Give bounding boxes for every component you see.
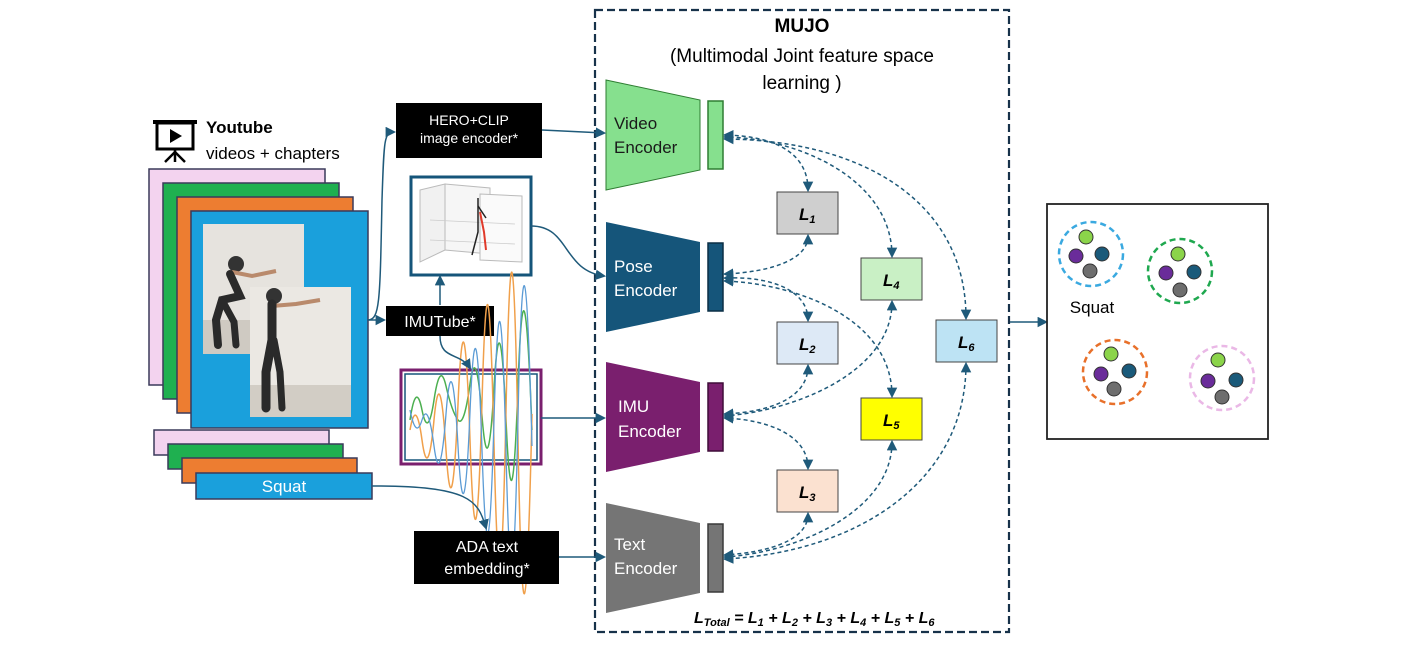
svg-text:Encoder: Encoder <box>614 281 678 300</box>
mujo-subtitle-line2: learning ) <box>762 73 841 94</box>
svg-text:L6: L6 <box>958 333 975 354</box>
image-encoder-box <box>396 103 542 158</box>
imu-embedding <box>707 382 724 452</box>
cluster-blue <box>1057 220 1125 288</box>
svg-text:Encoder: Encoder <box>614 138 678 157</box>
imutube-box <box>386 306 494 336</box>
text-encoder: Text Encoder <box>606 503 700 613</box>
image-encoder-line2: image encoder* <box>420 130 519 146</box>
imutube-label: IMUTube* <box>404 314 475 331</box>
svg-text:Text: Text <box>614 535 645 554</box>
loss-l1: L1 <box>776 191 839 235</box>
svg-text:Encoder: Encoder <box>614 559 678 578</box>
video-embedding <box>707 100 724 170</box>
text-embedding-line2: embedding* <box>444 561 529 578</box>
svg-text:Video: Video <box>614 114 657 133</box>
source-title: Youtube <box>206 118 273 137</box>
solid-arrows <box>367 126 1049 563</box>
chapter-label-text: Squat <box>262 477 307 496</box>
loss-l6: L6 <box>935 319 998 363</box>
mujo-title: MUJO <box>775 16 830 37</box>
imu-encoder: IMU Encoder <box>606 362 700 472</box>
cluster-orange <box>1081 338 1149 406</box>
image-encoder-line1: HERO+CLIP <box>429 112 509 128</box>
dashed-loss-arrows <box>722 129 972 564</box>
text-embedding-line1: ADA text <box>456 539 519 556</box>
loss-l2: L2 <box>776 321 839 365</box>
cluster-green <box>1146 237 1214 305</box>
text-embedding-box <box>414 531 559 584</box>
imu-signal-plot <box>399 271 543 595</box>
mujo-subtitle-line1: (Multimodal Joint feature space <box>670 46 934 67</box>
pose-embedding <box>707 242 724 312</box>
loss-l4: L4 <box>860 257 923 301</box>
svg-text:IMU: IMU <box>618 397 649 416</box>
pose-encoder: Pose Encoder <box>606 222 700 332</box>
mujo-frame <box>593 8 1011 634</box>
source-subtitle: videos + chapters <box>206 144 340 163</box>
cluster-label-squat: Squat <box>1070 298 1115 317</box>
svg-text:Encoder: Encoder <box>618 422 682 441</box>
video-encoder: Video Encoder <box>605 79 701 191</box>
squat-photo-2 <box>250 287 351 417</box>
youtube-icon <box>153 120 197 163</box>
chapter-label-front <box>195 472 373 500</box>
text-embedding <box>707 523 724 593</box>
loss-l3: L3 <box>776 469 839 513</box>
loss-l5: L5 <box>860 397 923 441</box>
total-loss-formula: LTotal = L1 + L2 + L3 + L4 + L5 + L6 <box>694 610 935 629</box>
pose-3d-plot <box>409 175 533 277</box>
svg-text:Pose: Pose <box>614 257 653 276</box>
cluster-pink <box>1188 344 1256 412</box>
